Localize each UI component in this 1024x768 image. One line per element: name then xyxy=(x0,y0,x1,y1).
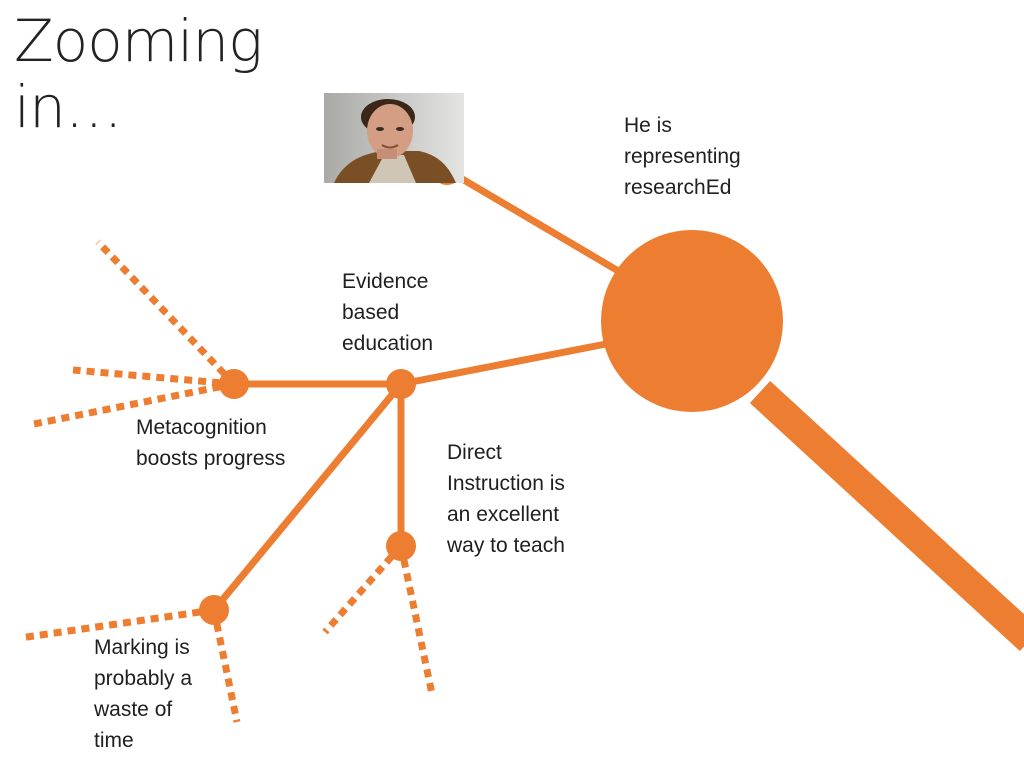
metacognition-node xyxy=(219,369,249,399)
dotted-branch xyxy=(322,543,404,635)
dotted-branch xyxy=(33,380,235,428)
marking-node xyxy=(199,595,229,625)
label-metacognition: Metacognition boosts progress xyxy=(136,412,285,474)
slide-title: Zooming in… xyxy=(14,7,263,141)
main-node xyxy=(601,230,783,412)
label-line: an excellent xyxy=(447,503,560,526)
label-direct-instruction: Direct Instruction is an excellent way t… xyxy=(447,437,565,561)
dotted-branch xyxy=(19,606,215,642)
dotted-branch xyxy=(72,366,235,388)
label-line: Instruction is xyxy=(447,472,565,495)
label-line: based xyxy=(342,301,400,324)
label-line: representing xyxy=(624,145,741,168)
branch-to-portrait xyxy=(445,166,622,276)
label-line: researchEd xyxy=(624,176,732,199)
branch-evidence-to-marking xyxy=(211,381,404,613)
person-photo-icon xyxy=(324,93,464,183)
branch-hub-to-evidence xyxy=(400,340,607,388)
title-line: in… xyxy=(14,73,123,141)
label-line: Marking is xyxy=(94,636,190,659)
dotted-branch xyxy=(397,545,436,695)
label-line: Direct xyxy=(447,441,502,464)
label-line: education xyxy=(342,332,434,355)
label-line: probably a xyxy=(94,667,193,690)
dotted-branch xyxy=(210,609,241,723)
trunk-branch xyxy=(749,380,1024,652)
label-line: way to teach xyxy=(447,534,565,557)
title-line: Zooming xyxy=(14,7,263,75)
label-line: boosts progress xyxy=(136,447,286,470)
label-line: Evidence xyxy=(342,270,429,293)
label-evidence: Evidence based education xyxy=(342,266,433,359)
evidence-node xyxy=(386,369,416,399)
label-line: time xyxy=(94,729,134,752)
label-marking: Marking is probably a waste of time xyxy=(94,632,192,756)
direct-instruction-node xyxy=(386,531,416,561)
label-line: He is xyxy=(624,114,672,137)
dotted-branch xyxy=(95,239,237,387)
label-line: waste of xyxy=(94,698,173,721)
label-representing: He is representing researchEd xyxy=(624,110,741,203)
label-line: Metacognition xyxy=(136,416,267,439)
